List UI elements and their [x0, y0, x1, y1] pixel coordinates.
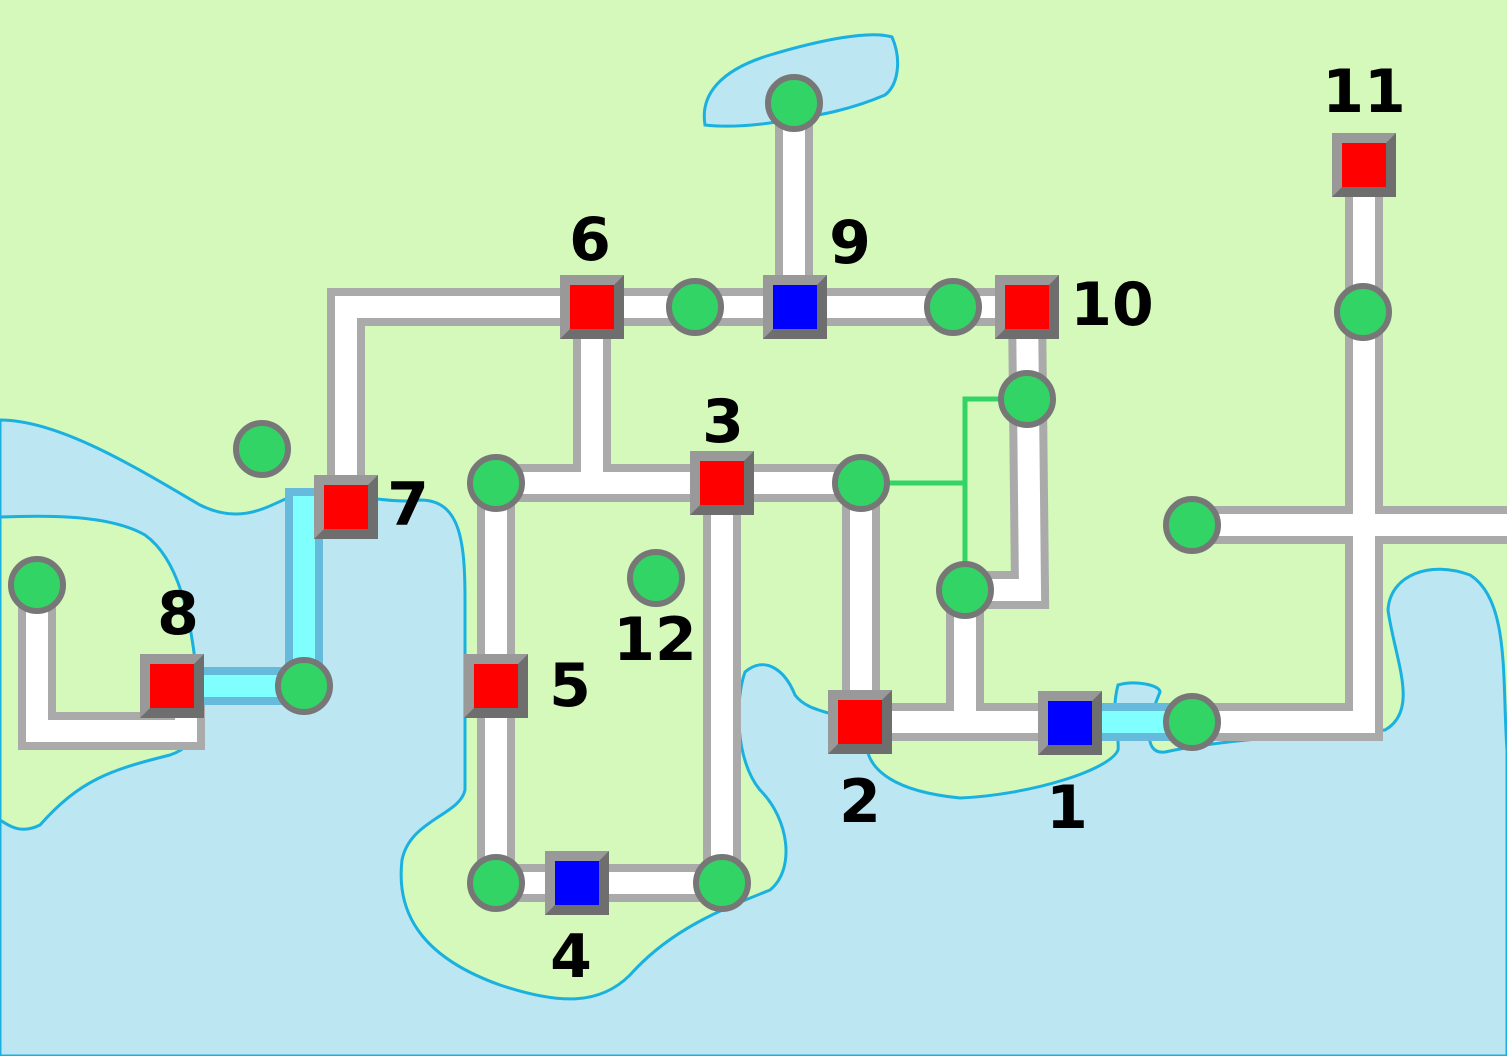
junction-12[interactable] [627, 549, 685, 607]
station-label: 3 [702, 387, 744, 457]
station-8[interactable] [140, 654, 204, 718]
junction-node[interactable] [924, 278, 982, 336]
station-3[interactable] [690, 451, 754, 515]
junction-node[interactable] [998, 370, 1056, 428]
station-11[interactable] [1332, 133, 1396, 197]
junction-12-label: 12 [613, 605, 697, 675]
junctions [8, 74, 1392, 912]
station-label: 4 [550, 922, 592, 992]
junction-node[interactable] [467, 854, 525, 912]
station-6[interactable] [560, 275, 624, 339]
station-label: 9 [829, 208, 871, 278]
station-label: 8 [157, 579, 199, 649]
station-2[interactable] [828, 690, 892, 754]
station-label: 11 [1322, 57, 1406, 127]
station-label: 7 [387, 470, 429, 540]
station-label: 2 [839, 767, 881, 837]
junction-node[interactable] [1334, 283, 1392, 341]
junction-node[interactable] [765, 74, 823, 132]
junction-node[interactable] [936, 561, 994, 619]
junction-node[interactable] [233, 420, 291, 478]
station-label: 1 [1046, 773, 1088, 843]
junction-node[interactable] [693, 854, 751, 912]
junction-node[interactable] [832, 454, 890, 512]
stations [140, 133, 1396, 915]
station-label: 5 [549, 651, 591, 721]
station-label: 10 [1070, 270, 1154, 340]
junction-node[interactable] [275, 657, 333, 715]
station-label: 6 [569, 205, 611, 275]
station-1[interactable] [1038, 691, 1102, 755]
station-10[interactable] [995, 275, 1059, 339]
junction-node[interactable] [8, 556, 66, 614]
junction-node[interactable] [1163, 693, 1221, 751]
station-4[interactable] [545, 851, 609, 915]
junction-node[interactable] [467, 454, 525, 512]
station-9[interactable] [763, 275, 827, 339]
station-5[interactable] [464, 654, 528, 718]
junction-node[interactable] [666, 278, 724, 336]
station-7[interactable] [314, 475, 378, 539]
junction-node[interactable] [1163, 496, 1221, 554]
